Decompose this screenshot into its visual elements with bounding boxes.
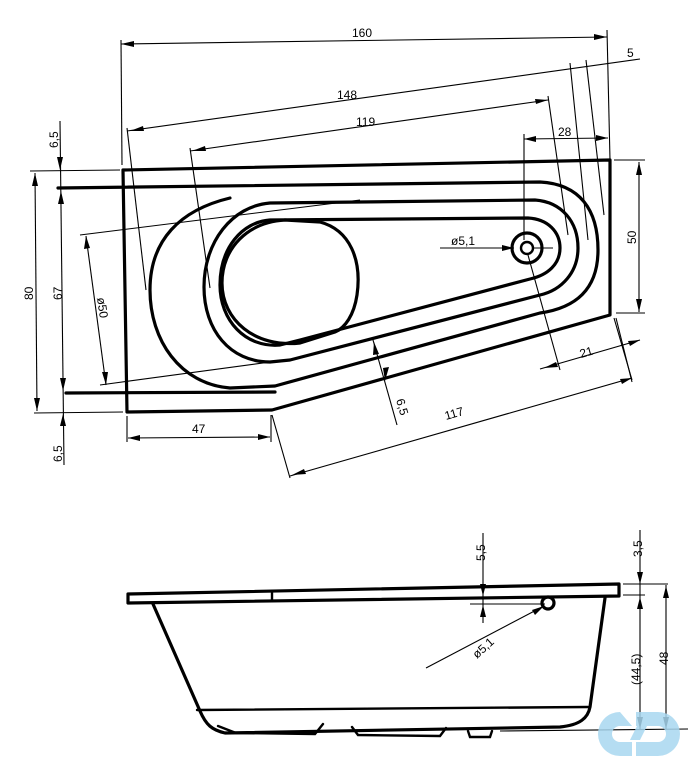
dim-label-diam50: ø50 <box>94 296 111 319</box>
dim-label-21: 21 <box>578 344 595 361</box>
ext-line <box>615 317 633 383</box>
ext-line <box>569 62 589 241</box>
basin-circle <box>220 218 360 346</box>
leader-overflow <box>425 605 545 669</box>
dim-label-front-rim: 6,5 <box>393 397 411 417</box>
dim-label-5: 5 <box>627 46 634 60</box>
ext-line <box>606 29 611 161</box>
dim-label-bottom-rim: 6,5 <box>51 445 65 462</box>
drain-inner-ring <box>519 240 535 256</box>
dim-line-28 <box>523 137 609 140</box>
ext-line <box>29 169 121 172</box>
dim-label-overflow-diameter: ø5,1 <box>470 635 497 662</box>
ext-line <box>126 127 147 291</box>
dim-line-119 <box>189 99 549 152</box>
dim-label-overflow-offset: 5,5 <box>474 544 488 561</box>
dim-label-67: 67 <box>51 286 65 300</box>
side-body <box>151 596 607 735</box>
side-foot-mid <box>350 725 448 738</box>
side-foot-left <box>216 722 325 736</box>
ext-line <box>189 147 211 289</box>
dim-label-top-rim: 6,5 <box>47 131 61 148</box>
dim-label-rim-thickness: 3,5 <box>631 540 645 557</box>
dim-label-47: 47 <box>192 422 206 436</box>
overflow-hole <box>540 595 556 611</box>
outer-rim-outline <box>121 158 612 414</box>
top-view: 160 148 5 119 28 50 80 <box>22 26 645 479</box>
dim-label-50: 50 <box>625 230 639 244</box>
dim-line-148 <box>126 58 641 132</box>
dim-line-80 <box>34 172 38 412</box>
inner-rim-outline <box>56 180 600 390</box>
side-foot-right <box>466 729 494 739</box>
ext-line <box>547 95 569 236</box>
ext-line <box>99 357 301 386</box>
ext-line-floor <box>499 728 689 732</box>
dim-label-drain: ø5,1 <box>451 234 475 248</box>
basin-inner-outline <box>218 216 562 347</box>
dim-label-80: 80 <box>22 286 36 300</box>
ext-line <box>33 411 124 414</box>
dim-label-119: 119 <box>356 115 375 129</box>
dim-label-inner-depth: (44,5) <box>629 654 643 685</box>
dim-line-47 <box>127 436 271 439</box>
ext-line <box>79 199 361 236</box>
side-bottom-line <box>195 705 590 712</box>
basin-outer-outline <box>202 198 580 364</box>
ext-line <box>585 59 605 216</box>
dim-label-148: 148 <box>337 88 357 102</box>
dim-label-total-height: 48 <box>657 651 671 665</box>
dim-label-160: 160 <box>352 26 372 40</box>
dim-label-117: 117 <box>443 404 466 423</box>
watermark-logo <box>598 712 680 756</box>
dim-line-160 <box>120 36 608 45</box>
dim-line-diam50 <box>85 235 107 386</box>
side-view: 5,5 ø5,1 3,5 (44,5) 48 <box>126 530 689 739</box>
side-rim <box>126 582 621 605</box>
ext-line <box>271 414 291 479</box>
dim-label-28: 28 <box>558 125 572 139</box>
ext-line <box>120 39 123 166</box>
dim-line-117 <box>289 377 633 477</box>
dim-line-67 <box>59 120 65 466</box>
rim-bottom-line <box>64 390 277 395</box>
ext-line <box>527 254 561 371</box>
